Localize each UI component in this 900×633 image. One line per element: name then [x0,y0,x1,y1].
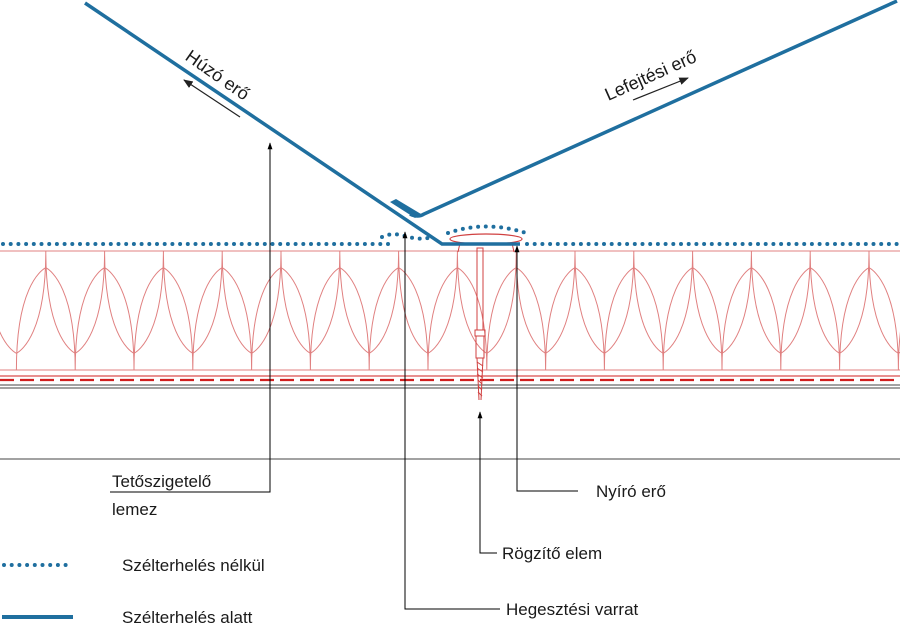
fastener [449,233,523,401]
insulation-wave-bottom [15,267,900,371]
fastener-screw-thread [476,361,484,397]
membrane-right-sheet [409,0,898,218]
fastener-nut [474,329,486,337]
leader-shear-line [514,245,578,492]
leader-fastener-line [477,411,497,554]
legend-wind-label: Szélterhelés alatt [122,608,253,627]
fastener-screw-left [476,357,480,401]
fastener-screw-right [480,357,484,401]
leader-weld [402,231,500,610]
membrane-no-wind [1,224,900,246]
legend-no-wind-label: Szélterhelés nélkül [122,556,265,575]
fastener-sleeve [475,335,485,359]
legend: Szélterhelés nélkül Szélterhelés alatt [2,556,265,627]
insulation-layer [0,250,900,371]
pull-force: Húzó erő [182,46,253,118]
pull-force-arrow [183,79,241,118]
fastener-label: Rögzítő elem [502,544,602,563]
leader-weld-line [402,231,500,610]
leader-membrane-line [110,142,273,493]
membrane-label-line2: lemez [112,500,157,519]
membrane-label-line1: Tetőszigetelő [112,472,211,491]
shear-force-label: Nyíró erő [596,482,666,501]
membrane-left-sheet [84,1,520,246]
peel-force-arrow [632,77,689,101]
membrane-dotted-plate [446,224,528,235]
leader-membrane [110,142,273,493]
weld-label: Hegesztési varrat [506,600,639,619]
membrane-wind [84,0,898,246]
weld-seam [390,199,421,218]
leader-fastener [477,411,497,554]
leader-shear [514,245,578,492]
